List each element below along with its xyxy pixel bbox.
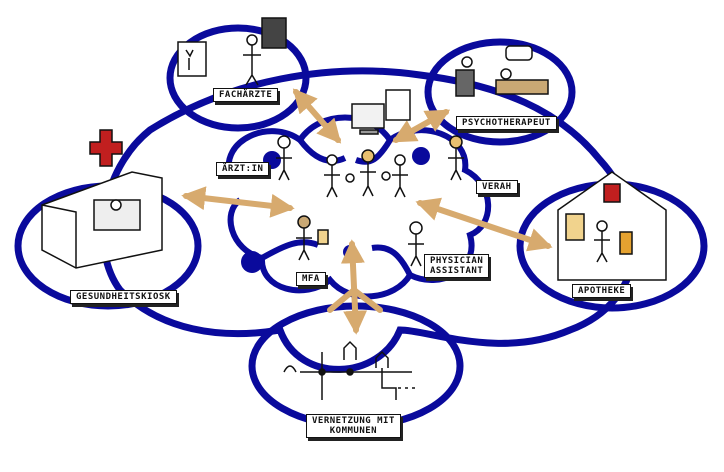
- psychotherapeut-scene: [455, 45, 549, 97]
- label-vernetzung: Vernetzung mit Kommunen: [306, 414, 401, 438]
- label-gesundheitskiosk: Gesundheitskiosk: [70, 290, 177, 304]
- label-aerztin: Ärzt:in: [216, 162, 270, 176]
- xray-icon: [177, 41, 207, 77]
- kiosk-scene: [41, 129, 163, 269]
- label-psychotherapeut: Psychotherapeut: [456, 116, 557, 130]
- arrow-kiosk: [181, 186, 295, 218]
- label-fachaerzte: Fachärzte: [213, 88, 279, 102]
- arrow-fork: [327, 287, 383, 313]
- pharmacy-a-icon: [603, 183, 621, 203]
- fachaerzte-scene: [177, 17, 287, 86]
- label-physician: Physician: [430, 256, 484, 266]
- ring-psychotherapeut: [424, 38, 576, 146]
- center-scene: [324, 89, 411, 198]
- ring-fachaerzte: [166, 24, 310, 132]
- couch-icon: [495, 79, 549, 95]
- cross-icon: [89, 129, 123, 167]
- label-physician-assistant: Physician Assistant: [424, 254, 490, 278]
- staff-figures: [276, 135, 464, 267]
- computer-icon: [351, 103, 385, 129]
- apotheke-scene: [557, 171, 667, 281]
- connection-arrows: [181, 88, 553, 335]
- label-vernetzung-line2: Kommunen: [329, 426, 378, 436]
- arrow-apotheke: [415, 197, 553, 252]
- arrow-fachaerzte: [292, 88, 342, 144]
- label-vernetzung-line1: Vernetzung mit: [312, 416, 395, 426]
- label-assistant: Assistant: [430, 266, 484, 276]
- network-icon: [283, 340, 415, 400]
- outer-ring: [99, 67, 638, 373]
- label-apotheke: Apotheke: [572, 284, 632, 298]
- label-verah: VERAH: [476, 180, 518, 194]
- label-mfa: MFA: [296, 272, 326, 286]
- arrow-psychotherapeut: [391, 109, 451, 143]
